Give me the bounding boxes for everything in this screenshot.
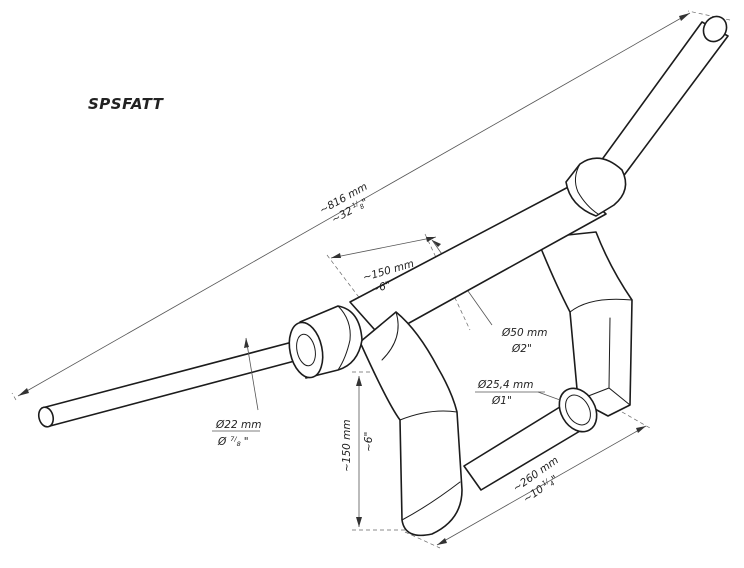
riser-spacing-imperial: ~6" xyxy=(369,279,392,296)
overall-width-fraction-den: 8 xyxy=(358,202,365,211)
riser-height-imperial: ~6" xyxy=(363,432,375,452)
dimension-lower-bar-length xyxy=(404,411,651,549)
lower-bar-collar xyxy=(558,387,598,433)
grip-inch: " xyxy=(244,436,249,448)
leader-lower-bar-diameter xyxy=(475,391,561,401)
grip-fraction-num: 7 xyxy=(230,435,235,443)
drawing-title: SPSFATT xyxy=(88,95,165,113)
main-cross-bar xyxy=(349,183,607,339)
left-riser xyxy=(359,311,463,537)
grip-diameter-prefix: Ø xyxy=(217,436,227,448)
grip-fraction-den: 8 xyxy=(237,440,241,448)
lower-bar-inch: " xyxy=(549,473,560,486)
crossbar-diameter-imperial: Ø2" xyxy=(511,343,532,355)
right-grip xyxy=(597,15,729,179)
right-riser xyxy=(539,231,633,417)
lower-bar-fraction-num: 1 xyxy=(540,479,548,488)
riser-height-label: ~150 mm xyxy=(341,419,353,472)
lower-bar-fraction-den: 4 xyxy=(548,479,556,488)
leader-grip-diameter xyxy=(212,337,260,432)
overall-width-inch: " xyxy=(360,196,370,209)
riser-height-metric: ~150 mm xyxy=(341,419,353,472)
left-grip xyxy=(37,339,307,428)
left-clamp-sleeve xyxy=(288,305,363,379)
right-clamp-sleeve xyxy=(565,157,627,217)
grip-diameter-metric: Ø22 mm xyxy=(215,419,261,431)
crossbar-diameter-metric: Ø50 mm xyxy=(501,327,547,339)
overall-width-fraction-num: 1 xyxy=(350,201,357,210)
dimension-overall-width xyxy=(11,10,731,401)
riser-height-imperial-label: ~6" xyxy=(363,432,375,452)
lower-bar-diameter-metric: Ø25,4 mm xyxy=(477,379,533,391)
overall-width-label: ~816 mm ~321/8" xyxy=(318,181,370,226)
lower-bar-diameter-imperial: Ø1" xyxy=(491,395,512,407)
